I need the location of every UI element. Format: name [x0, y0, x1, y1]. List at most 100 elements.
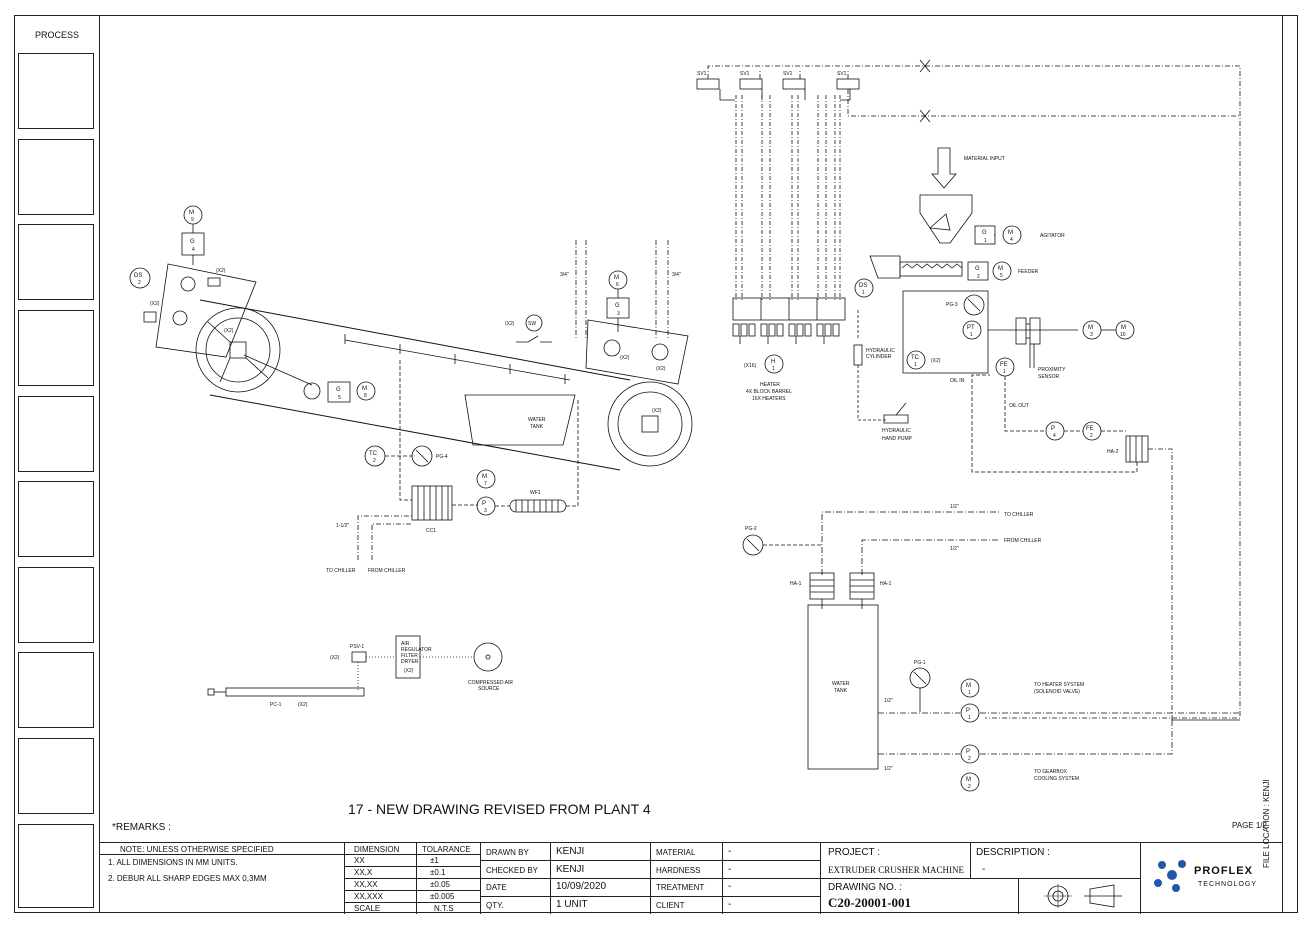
page-number: PAGE 1/2: [1232, 821, 1267, 830]
process-box: [18, 396, 94, 472]
solenoid-valve-group: SV1 SV1 SV1 SV1: [696, 71, 860, 90]
tolerance-value: ±0.005: [430, 892, 455, 901]
svg-text:PROXIMITY: PROXIMITY: [1038, 367, 1066, 373]
svg-text:(X2): (X2): [656, 366, 666, 372]
svg-text:1: 1: [1003, 369, 1006, 375]
svg-text:TANK: TANK: [530, 424, 544, 430]
title-block: NOTE: UNLESS OTHERWISE SPECIFIED 1. ALL …: [100, 842, 1282, 914]
process-box: [18, 310, 94, 386]
dimension-value: SCALE: [354, 904, 381, 913]
svg-text:G: G: [615, 303, 620, 309]
sv-label: SV1: [697, 71, 707, 77]
process-box: [18, 824, 94, 908]
signoff-value: 10/09/2020: [556, 881, 607, 892]
spec-value: -: [728, 846, 732, 857]
svg-text:(X2): (X2): [330, 655, 340, 661]
process-box: [18, 139, 94, 215]
svg-text:5: 5: [1000, 273, 1003, 279]
svg-text:2: 2: [1090, 433, 1093, 439]
spec-value: -: [728, 864, 732, 875]
svg-text:PG-2: PG-2: [745, 526, 757, 532]
notes-header: NOTE: UNLESS OTHERWISE SPECIFIED: [120, 845, 274, 854]
svg-text:1: 1: [984, 238, 987, 244]
svg-text:REGULATOR: REGULATOR: [401, 647, 432, 653]
spec-label: HARDNESS: [656, 866, 701, 875]
svg-text:DS: DS: [859, 283, 867, 289]
svg-text:16X HEATERS: 16X HEATERS: [752, 396, 786, 402]
dimension-header: DIMENSION: [354, 845, 400, 854]
svg-text:FEEDER: FEEDER: [1018, 269, 1039, 275]
note-line: 2. DEBUR ALL SHARP EDGES MAX 0,3MM: [108, 874, 267, 883]
process-schematic: SV1 SV1 SV1 SV1 MATERIAL INPUT G1 M4 AGI…: [129, 59, 1241, 792]
projection-symbol-icon: [1044, 884, 1122, 908]
svg-text:HYDRAULIC: HYDRAULIC: [882, 428, 911, 434]
description-value: -: [982, 864, 986, 875]
svg-text:P: P: [1051, 426, 1055, 432]
description-label: DESCRIPTION :: [976, 847, 1050, 858]
signoff-value: KENJI: [556, 846, 585, 857]
svg-text:SOURCE: SOURCE: [478, 686, 500, 692]
svg-text:(X2): (X2): [652, 408, 662, 414]
signoff-label: DATE: [486, 883, 507, 892]
svg-text:G: G: [982, 230, 987, 236]
svg-text:M: M: [966, 777, 971, 783]
svg-text:AIR: AIR: [401, 641, 410, 647]
svg-text:M: M: [966, 683, 971, 689]
spec-label: TREATMENT: [656, 883, 705, 892]
svg-text:4: 4: [1010, 237, 1013, 243]
svg-text:M: M: [482, 474, 487, 480]
svg-text:5: 5: [338, 395, 341, 401]
process-box: [18, 53, 94, 129]
svg-text:HA-1: HA-1: [880, 581, 892, 587]
svg-text:(X2): (X2): [620, 355, 630, 361]
svg-text:AGITATOR: AGITATOR: [1040, 233, 1065, 239]
svg-text:9: 9: [191, 217, 194, 223]
note-line: 1. ALL DIMENSIONS IN MM UNITS.: [108, 858, 238, 867]
svg-text:3/4": 3/4": [560, 272, 569, 278]
svg-text:TO GEARBOX: TO GEARBOX: [1034, 769, 1068, 775]
drawing-no-label: DRAWING NO. :: [828, 882, 903, 893]
svg-text:HEATER: HEATER: [760, 382, 780, 388]
svg-text:M: M: [998, 266, 1003, 272]
svg-text:M: M: [1088, 325, 1093, 331]
svg-text:PG-3: PG-3: [946, 302, 958, 308]
svg-text:1-1/2": 1-1/2": [336, 523, 349, 529]
process-box: [18, 481, 94, 557]
sv-label: SV1: [837, 71, 847, 77]
logo-subtitle: TECHNOLOGY: [1198, 881, 1258, 888]
svg-text:1: 1: [970, 332, 973, 338]
svg-text:3: 3: [1090, 332, 1093, 338]
tolerance-value: ±1: [430, 856, 439, 865]
dimension-value: XX: [354, 856, 365, 865]
svg-text:WATER: WATER: [528, 417, 546, 423]
svg-text:TO CHILLER: TO CHILLER: [1004, 512, 1034, 518]
dimension-value: XX,X: [354, 868, 373, 877]
svg-text:CC1: CC1: [426, 528, 436, 534]
svg-text:(X2): (X2): [150, 301, 160, 307]
project-label: PROJECT :: [828, 847, 881, 858]
svg-text:PG-1: PG-1: [914, 660, 926, 666]
svg-text:HAND PUMP: HAND PUMP: [882, 436, 913, 442]
svg-text:TC: TC: [911, 355, 920, 361]
revision-note: 17 - NEW DRAWING REVISED FROM PLANT 4: [348, 801, 651, 817]
svg-text:FILTER: FILTER: [401, 653, 418, 659]
process-title: PROCESS: [34, 30, 79, 40]
svg-text:FROM CHILLER: FROM CHILLER: [1004, 538, 1042, 544]
svg-text:2: 2: [968, 784, 971, 790]
svg-text:(X2): (X2): [505, 321, 515, 327]
sv-label: SV1: [783, 71, 793, 77]
svg-text:G: G: [190, 239, 195, 245]
svg-text:G: G: [336, 387, 341, 393]
svg-text:10: 10: [1120, 332, 1126, 338]
svg-text:OIL IN: OIL IN: [950, 378, 965, 384]
svg-text:3/4": 3/4": [672, 272, 681, 278]
svg-text:DS: DS: [134, 273, 142, 279]
svg-text:PC-1: PC-1: [270, 702, 282, 708]
signoff-label: QTY.: [486, 901, 504, 910]
svg-text:SW: SW: [528, 321, 536, 327]
svg-text:M: M: [362, 386, 367, 392]
svg-text:1: 1: [968, 690, 971, 696]
svg-text:H: H: [771, 359, 775, 365]
svg-text:6: 6: [616, 282, 619, 288]
svg-text:(X16): (X16): [744, 363, 757, 369]
